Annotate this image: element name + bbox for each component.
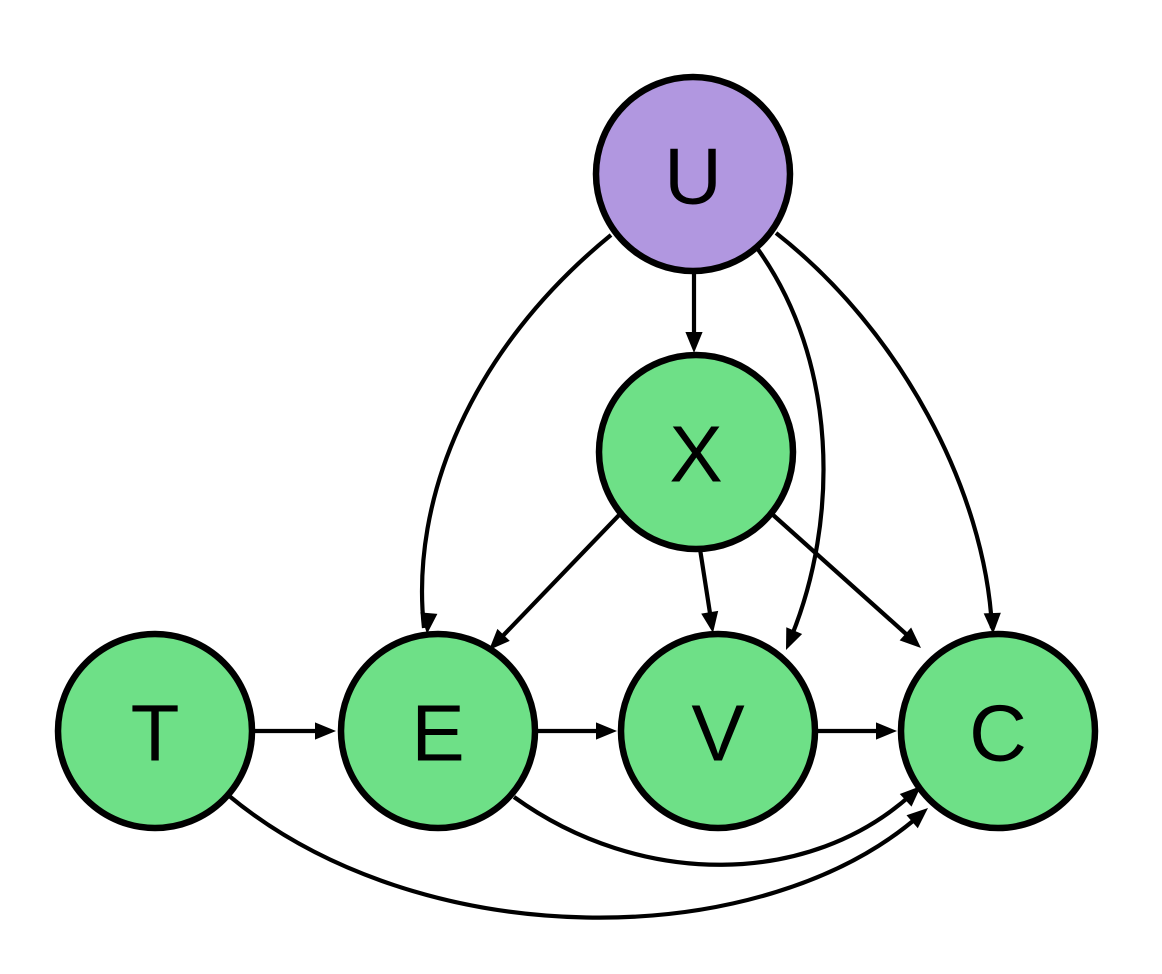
edge-line	[493, 510, 624, 646]
arrowhead-icon	[899, 627, 921, 648]
edge-v-to-c	[816, 722, 897, 740]
edge-x-to-c	[770, 512, 921, 648]
edge-line	[226, 793, 922, 920]
node-e[interactable]: E	[337, 630, 539, 832]
edge-t-to-e	[253, 722, 336, 740]
edge-e-to-v	[536, 722, 617, 740]
node-u[interactable]: U	[592, 73, 794, 275]
edge-u-to-c	[774, 231, 1001, 634]
edge-line	[512, 791, 915, 867]
arrowhead-icon	[315, 722, 336, 740]
edge-line	[774, 231, 995, 629]
node-label-t: T	[131, 689, 180, 778]
node-label-c: C	[969, 689, 1027, 778]
node-x[interactable]: X	[595, 351, 797, 553]
edge-line	[770, 512, 917, 644]
node-v[interactable]: V	[617, 630, 819, 832]
edge-line	[419, 233, 613, 629]
arrowhead-icon	[786, 627, 803, 650]
arrowhead-icon	[983, 612, 1001, 634]
edge-x-to-v	[697, 548, 719, 633]
node-label-e: E	[411, 689, 464, 778]
arrowhead-icon	[876, 722, 897, 740]
arrowhead-icon	[420, 612, 438, 634]
nodes-layer: U X T E V C	[54, 73, 1099, 832]
arrowhead-icon	[701, 610, 719, 633]
arrowhead-icon	[596, 722, 617, 740]
node-circle-e[interactable]	[337, 630, 539, 832]
edge-u-to-v	[755, 246, 826, 650]
node-label-v: V	[691, 689, 745, 778]
edges-layer	[226, 231, 1001, 920]
edge-e-to-c	[512, 786, 921, 867]
arrowhead-icon	[489, 628, 510, 650]
edge-u-to-x	[685, 271, 703, 353]
node-circle-c[interactable]	[897, 630, 1099, 832]
edge-x-to-e	[489, 510, 624, 650]
edge-u-to-e	[419, 233, 613, 634]
node-circle-u[interactable]	[592, 73, 794, 275]
node-circle-t[interactable]	[54, 630, 256, 832]
edge-line	[755, 246, 826, 641]
arrowhead-icon	[685, 332, 703, 353]
node-c[interactable]: C	[897, 630, 1099, 832]
arrowhead-icon	[906, 808, 928, 829]
arrowhead-icon	[899, 786, 921, 807]
node-t[interactable]: T	[54, 630, 256, 832]
node-circle-x[interactable]	[595, 351, 797, 553]
node-label-u: U	[664, 132, 722, 221]
node-circle-v[interactable]	[617, 630, 819, 832]
node-label-x: X	[669, 410, 722, 499]
edge-t-to-c	[226, 793, 928, 920]
